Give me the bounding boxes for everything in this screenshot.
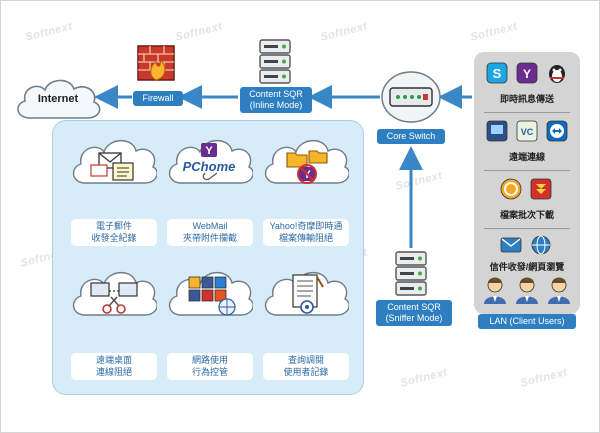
pchome-text: PChome	[183, 159, 236, 174]
network-behavior-icon	[168, 271, 253, 316]
service-group-remote: VC 遠端連線	[482, 116, 572, 168]
yahoo-icon: Y	[516, 62, 538, 84]
lan-label: LAN (Client Users)	[478, 314, 576, 329]
internet-cloud-icon	[17, 79, 101, 119]
feature-caption: WebMail 夾帶附件攔截	[167, 219, 253, 246]
feature-caption: Yahoo!奇摩即時通 檔案傳輸阻絕	[263, 219, 349, 246]
user-avatar-icon	[548, 277, 570, 304]
firewall-icon	[137, 45, 175, 81]
server-icon	[259, 39, 291, 84]
service-group-mail-web: 信件收發/網頁瀏覽	[482, 232, 572, 272]
caption-line: 遠端桌面	[95, 355, 132, 365]
feature-caption: 網路使用 行為控管	[167, 353, 253, 380]
vnc-icon: VC	[516, 120, 538, 142]
skype-icon: S	[486, 62, 508, 84]
caption-line: 網路使用	[191, 355, 228, 365]
feature-caption: 查詢調閱 使用者記錄	[263, 353, 349, 380]
service-label: 即時訊息傳送	[499, 94, 554, 104]
client-services-panel: S Y 即時訊息傳送 VC	[474, 52, 580, 314]
caption-line: 連線阻絕	[95, 367, 132, 377]
separator	[484, 170, 570, 171]
bittorrent-icon	[500, 178, 522, 200]
service-label: 檔案批次下載	[499, 210, 554, 220]
caption-line: 查詢調閱	[287, 355, 324, 365]
svg-text:S: S	[493, 66, 502, 81]
feature-panel: Y PChome Y 電子郵件 收發全紀錄 WebMail 夾帶附件攔截 Yah…	[52, 120, 364, 395]
service-label: 遠端連線	[508, 152, 545, 162]
caption-line: Yahoo!奇摩即時通	[269, 221, 343, 231]
core-switch-icon	[381, 71, 441, 123]
user-avatar-icon	[484, 277, 506, 304]
mail-icon	[500, 237, 522, 253]
user-log-search-icon	[264, 271, 349, 316]
separator	[484, 112, 570, 113]
content-sqr-sniffer-label: Content SQR (Sniffer Mode)	[376, 300, 452, 326]
label-line: (Inline Mode)	[249, 100, 303, 110]
label-line: (Sniffer Mode)	[385, 313, 443, 323]
label-line: Content SQR	[387, 302, 441, 312]
internet-label: Internet	[37, 93, 79, 105]
pchome-webmail-icon: Y PChome	[168, 139, 253, 184]
caption-line: 電子郵件	[95, 221, 132, 231]
caption-line: 使用者記錄	[283, 367, 329, 377]
feature-caption: 遠端桌面 連線阻絕	[71, 353, 157, 380]
yahoo-letter: Y	[523, 67, 531, 81]
caption-line: 行為控管	[191, 367, 228, 377]
caption-line: 檔案傳輸阻絕	[278, 233, 333, 243]
content-sqr-inline-label: Content SQR (Inline Mode)	[240, 87, 312, 113]
svg-text:VC: VC	[521, 127, 534, 137]
teamviewer-icon	[546, 120, 568, 142]
yahoo-messenger-block-icon: Y	[264, 139, 349, 184]
feature-caption: 電子郵件 收發全紀錄	[71, 219, 157, 246]
server-icon	[395, 251, 427, 296]
caption-line: WebMail	[192, 221, 228, 231]
service-group-download: 檔案批次下載	[482, 174, 572, 226]
user-avatar-icon	[516, 277, 538, 304]
label-line: Content SQR	[249, 89, 303, 99]
download-manager-icon	[530, 178, 552, 200]
globe-icon	[531, 235, 551, 255]
core-switch-label: Core Switch	[377, 129, 445, 144]
caption-line: 夾帶附件攔截	[182, 233, 237, 243]
qq-penguin-icon	[549, 65, 565, 83]
yahoo-letter: Y	[205, 145, 213, 157]
firewall-label: Firewall	[133, 91, 183, 106]
service-label: 信件收發/網頁瀏覽	[489, 262, 565, 272]
separator	[484, 228, 570, 229]
email-icon	[72, 139, 157, 184]
remote-desktop-block-icon	[72, 271, 157, 316]
caption-line: 收發全紀錄	[91, 233, 137, 243]
remote-desktop-icon	[486, 120, 508, 142]
service-group-im: S Y 即時訊息傳送	[482, 58, 572, 110]
